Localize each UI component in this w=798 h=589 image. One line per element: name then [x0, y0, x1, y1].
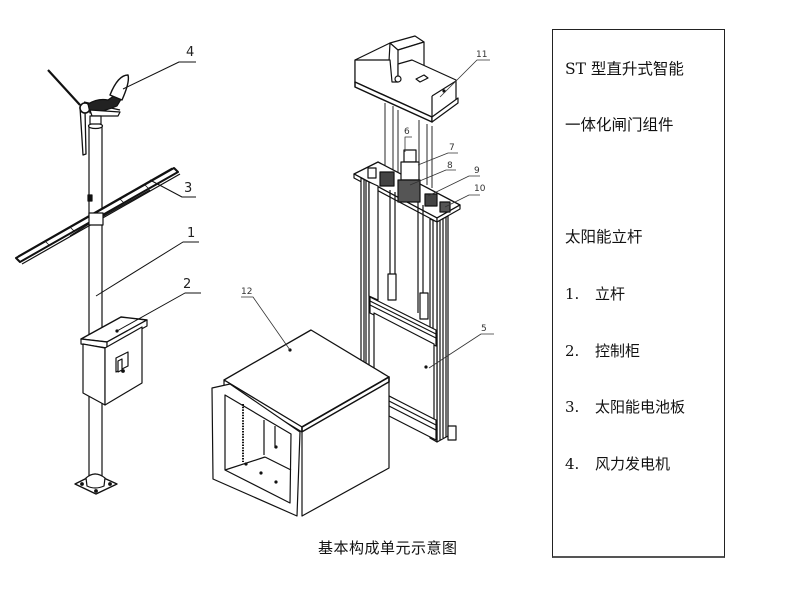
leader-4	[122, 61, 196, 90]
duct-box	[211, 329, 390, 517]
callout-6: 6	[404, 127, 410, 137]
guide-rails	[384, 103, 433, 188]
diagram-caption: 基本构成单元示意图	[318, 539, 458, 557]
legend-item-number: 4.	[565, 455, 580, 473]
legend-item-label: 太阳能电池板	[595, 398, 686, 416]
legend-item-number: 1.	[565, 285, 580, 303]
callout-5: 5	[481, 324, 487, 334]
legend-item: 1. 立杆	[565, 283, 625, 304]
legend-item-number: 3.	[565, 398, 580, 416]
leader-7	[417, 152, 458, 166]
callout-10: 10	[474, 184, 486, 194]
base-plate	[74, 473, 118, 495]
legend-section-title: 太阳能立杆	[565, 228, 643, 246]
legend-item-number: 2.	[565, 342, 580, 360]
leader-5	[428, 333, 494, 369]
legend-item-label: 风力发电机	[595, 455, 671, 473]
legend-item: 2. 控制柜	[565, 340, 640, 361]
legend-title-line1: ST 型直升式智能	[565, 60, 684, 78]
wind-turbine	[47, 69, 130, 156]
leader-9	[427, 175, 480, 197]
callout-12: 12	[241, 287, 252, 297]
callout-4: 4	[186, 45, 194, 60]
top-housing	[354, 35, 459, 123]
legend-title-line2: 一体化闸门组件	[565, 116, 674, 134]
leader-6	[404, 136, 412, 152]
solar-panel	[15, 167, 181, 265]
legend-panel: ST 型直升式智能 一体化闸门组件 太阳能立杆 1. 立杆 2. 控制柜 3. 太阳能…	[552, 29, 725, 558]
callout-9: 9	[474, 166, 480, 176]
control-cabinet	[80, 316, 148, 406]
callout-7: 7	[449, 143, 455, 153]
legend-item-label: 立杆	[595, 285, 626, 303]
legend-item-label: 控制柜	[595, 342, 641, 360]
gate-frame	[353, 149, 461, 443]
leader-8	[409, 169, 456, 186]
leader-10	[444, 194, 480, 208]
leader-2	[116, 292, 201, 332]
legend-item: 4. 风力发电机	[565, 453, 670, 474]
callout-11: 11	[476, 50, 487, 60]
leader-1	[95, 241, 199, 297]
leader-12	[241, 296, 291, 351]
callout-1: 1	[187, 226, 195, 241]
leader-11	[439, 59, 490, 98]
callout-8: 8	[447, 161, 453, 171]
legend-item: 3. 太阳能电池板	[565, 396, 685, 417]
callout-2: 2	[183, 277, 191, 292]
solar-pole	[74, 122, 118, 495]
callout-3: 3	[184, 181, 192, 196]
leader-3	[149, 179, 196, 198]
